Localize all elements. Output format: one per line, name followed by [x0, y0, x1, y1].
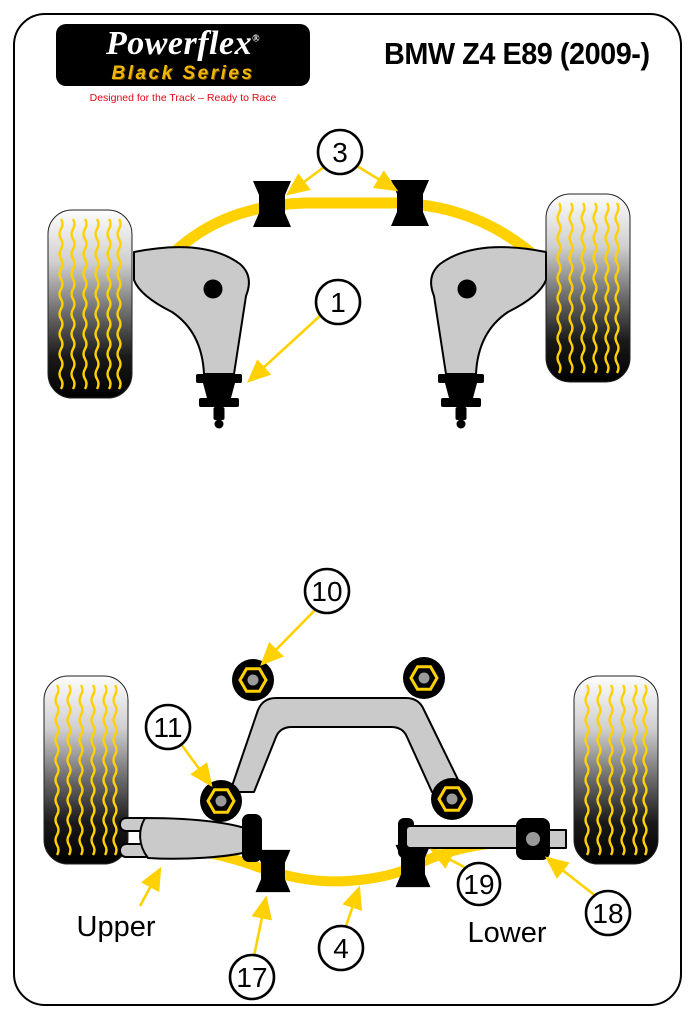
- rear-subframe: [229, 697, 465, 793]
- front-right-control-arm: [430, 246, 547, 375]
- callout-11-number: 11: [153, 712, 182, 743]
- callout-4: 4: [317, 924, 365, 972]
- brand-text: Powerflex®: [106, 27, 260, 61]
- vehicle-title: BMW Z4 E89 (2009-): [384, 36, 650, 71]
- front-right-arm-bushing: [438, 374, 484, 429]
- rear-subframe-bushing-front-right: [401, 655, 447, 701]
- front-left-arm-bushing: [196, 374, 242, 429]
- rear-subframe-bushing-rear-left: [198, 778, 244, 824]
- leader-3-right: [356, 164, 399, 192]
- callout-17-number: 17: [236, 962, 267, 993]
- leader-1: [247, 313, 323, 383]
- callout-10: 10: [303, 567, 351, 615]
- callout-11: 11: [144, 703, 192, 751]
- front-anti-roll-bar: [146, 197, 554, 282]
- leader-upper: [138, 866, 162, 907]
- rear-right-tire: [574, 676, 658, 864]
- leader-19: [429, 848, 467, 870]
- rear-lower-arm: [398, 818, 567, 860]
- upper-arm-label: Upper: [77, 911, 156, 943]
- front-left-control-arm: [133, 246, 250, 375]
- front-left-ball-joint: [203, 279, 223, 299]
- leader-3-left: [285, 165, 325, 196]
- callout-3: 3: [316, 128, 364, 176]
- callout-3-number: 3: [332, 137, 348, 168]
- front-right-ball-joint: [457, 279, 477, 299]
- rear-left-tire: [44, 676, 128, 864]
- rear-suspension: 10 11 17 4 19 18 Upper Lo: [44, 567, 658, 1001]
- front-left-tire: [48, 210, 132, 398]
- leader-18: [544, 856, 598, 899]
- callout-19-number: 19: [463, 869, 494, 900]
- rear-subframe-bushing-rear-right: [429, 776, 475, 822]
- tagline: Designed for the Track – Ready to Race: [89, 92, 277, 104]
- powerflex-logo: Powerflex® Black Series: [56, 24, 310, 86]
- rear-subframe-bushing-front-left: [230, 657, 276, 703]
- callout-19: 19: [456, 861, 502, 907]
- leader-17: [251, 895, 272, 957]
- front-right-tire: [546, 194, 630, 382]
- page-border: [13, 13, 682, 1006]
- callout-10-number: 10: [311, 576, 342, 607]
- callout-18: 18: [584, 889, 632, 937]
- brand-name: Powerflex: [105, 25, 253, 62]
- callout-1: 1: [314, 278, 362, 326]
- leader-4: [342, 885, 363, 927]
- front-suspension: 3 1: [48, 128, 630, 429]
- lower-arm-label: Lower: [468, 917, 547, 949]
- callout-1-number: 1: [330, 287, 346, 318]
- rear-upper-arm: [119, 814, 262, 862]
- registered-mark: ®: [252, 33, 261, 45]
- leader-10: [260, 607, 318, 666]
- leader-11: [179, 743, 213, 788]
- callout-4-number: 4: [333, 933, 349, 964]
- callout-18-number: 18: [592, 898, 623, 929]
- series-text: Black Series: [111, 63, 255, 84]
- callout-17: 17: [228, 953, 276, 1001]
